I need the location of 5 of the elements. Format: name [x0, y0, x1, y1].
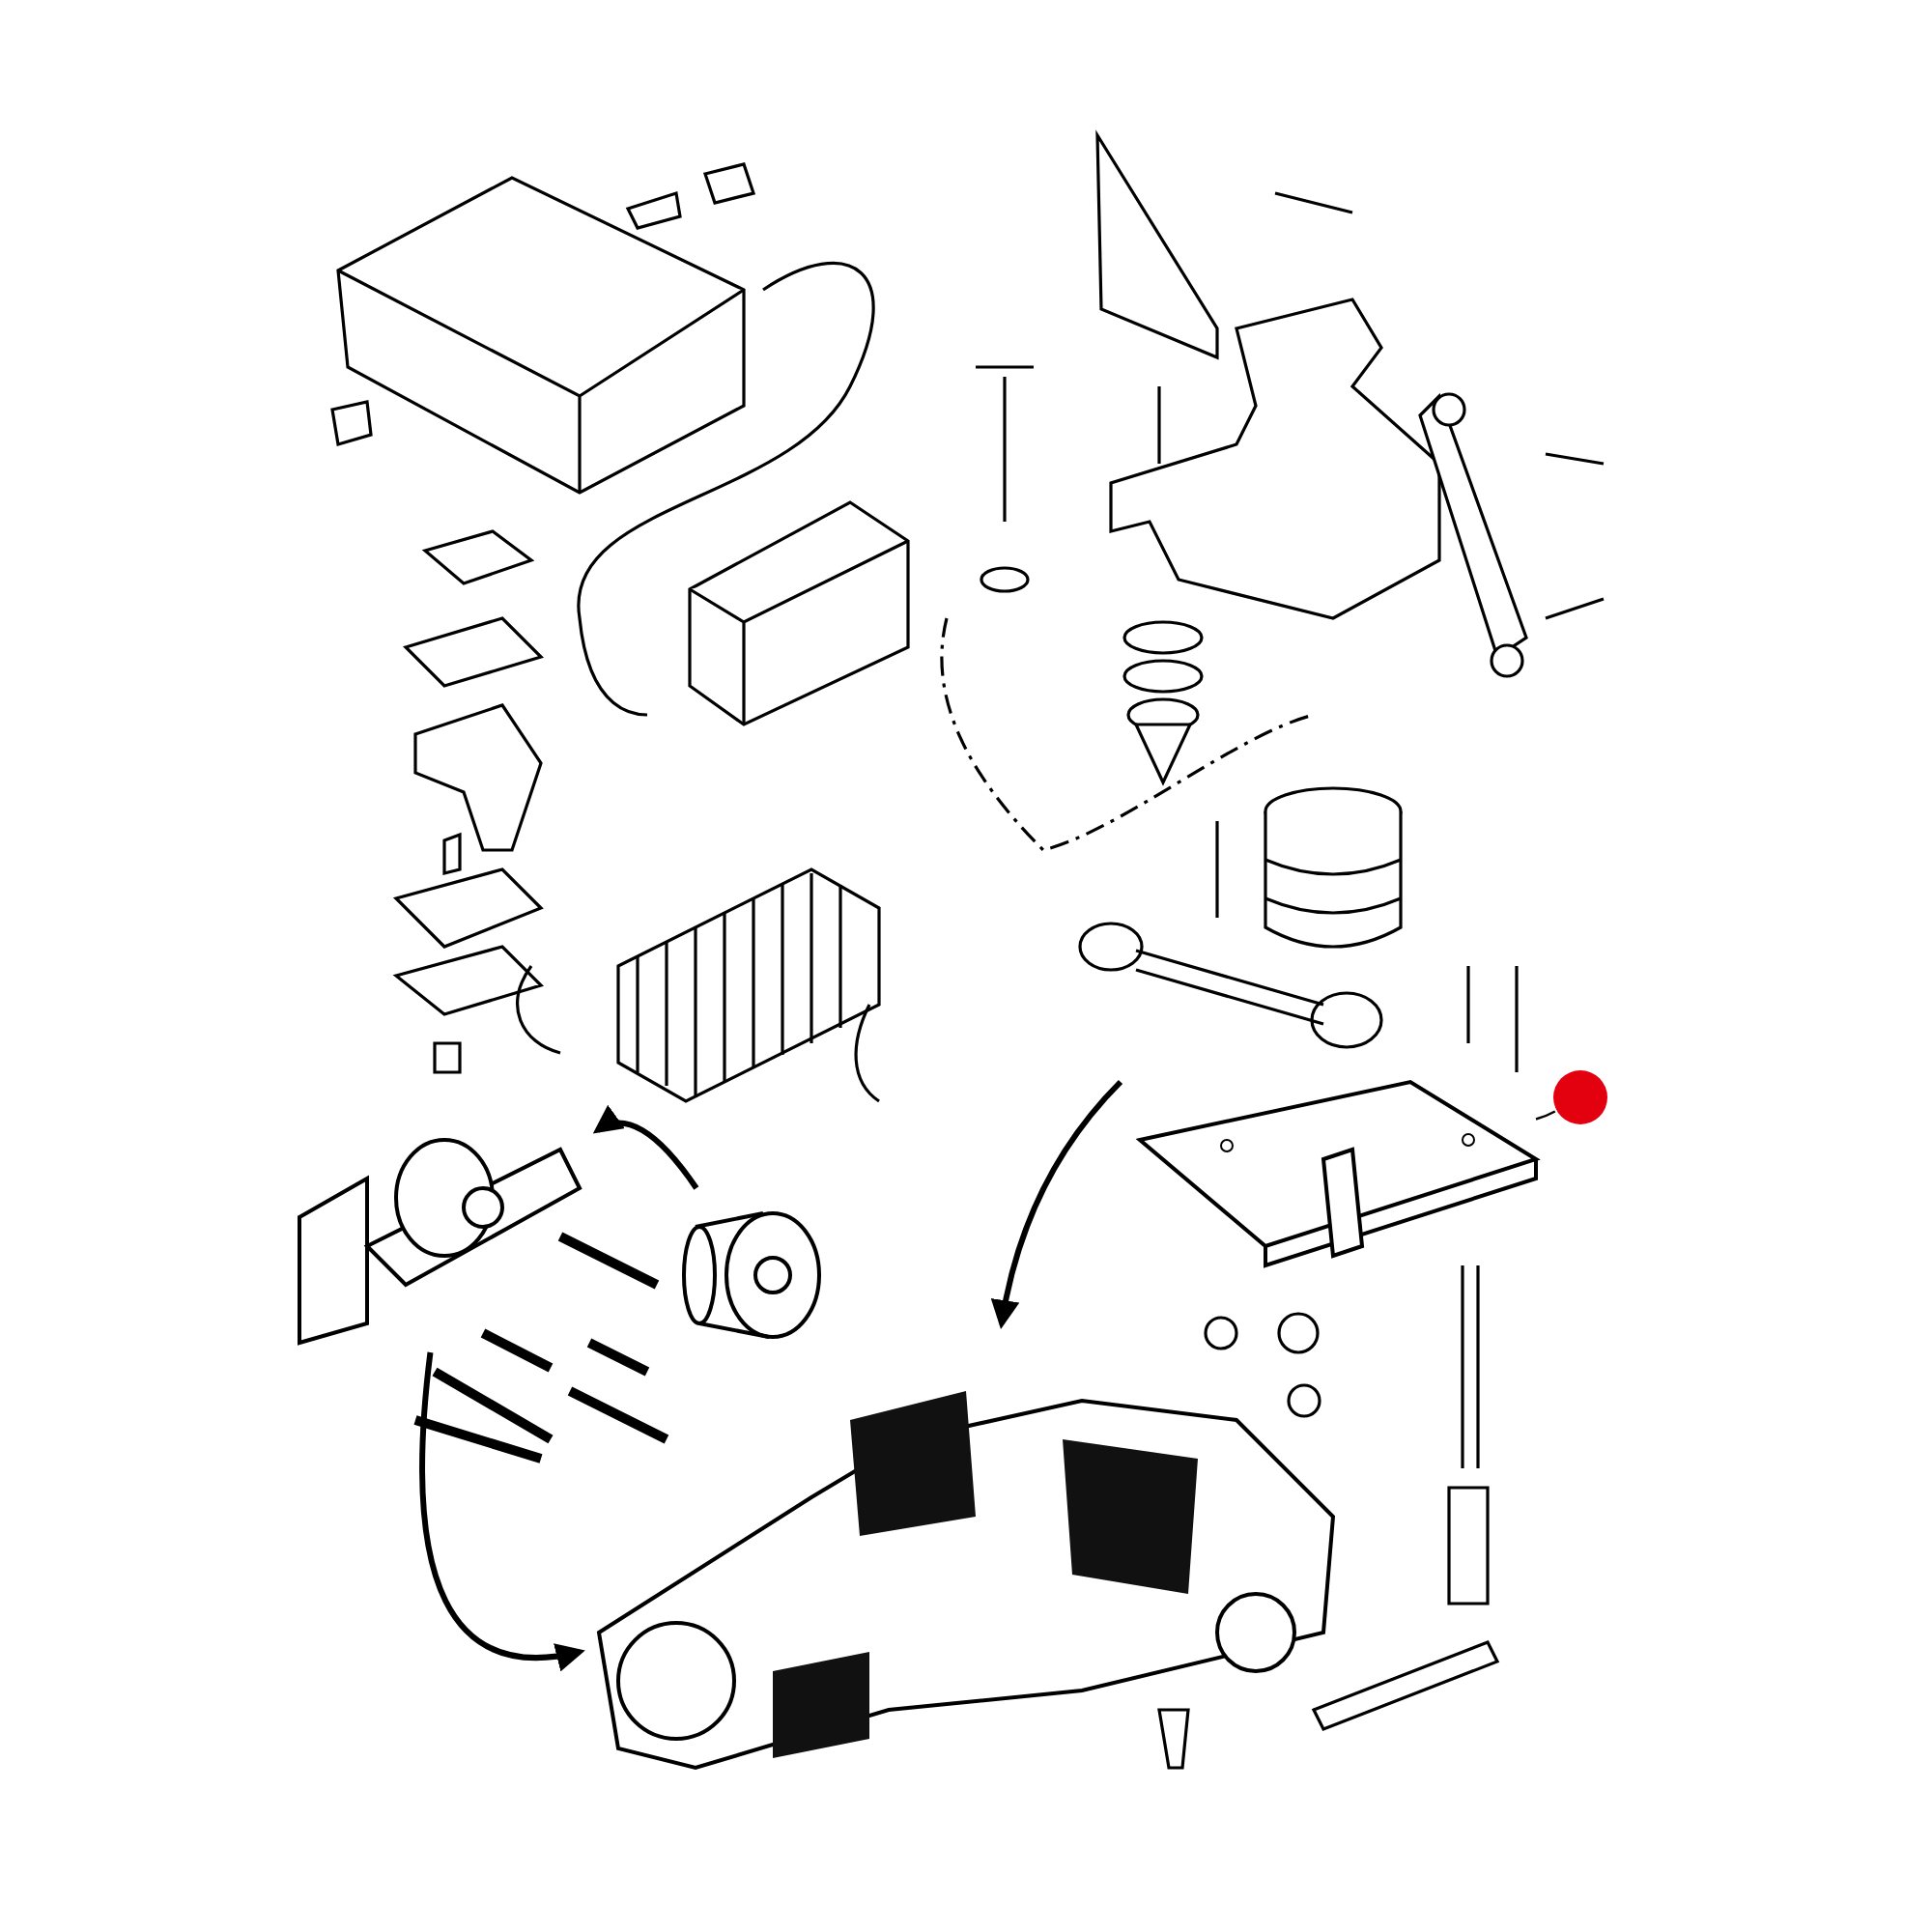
curved-arrow [419, 1351, 585, 1670]
callout-dot [1551, 1068, 1609, 1126]
curved-arrow [592, 1105, 699, 1190]
leader-line [1535, 1110, 1556, 1121]
curved-arrow [991, 1079, 1123, 1329]
